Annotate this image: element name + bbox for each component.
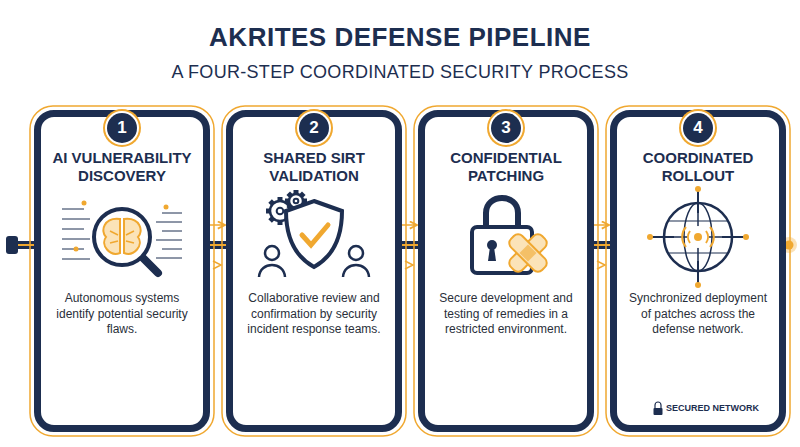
step-heading: AI VULNERABILITY DISCOVERY [49, 149, 195, 185]
status-note: SECURED NETWORK [666, 403, 759, 413]
card-accent [414, 106, 598, 436]
step-description: Autonomous systems identify potential se… [51, 291, 193, 338]
flow-arrow [210, 224, 225, 226]
step-number-badge: 1 [107, 113, 137, 143]
card-fill [226, 110, 402, 432]
process-card: CONFIDENTIAL PATCHING Secure development … [418, 110, 594, 432]
step-icon [647, 186, 749, 288]
card-accent [606, 106, 790, 436]
card-fill [610, 110, 786, 432]
subtitle: A FOUR-STEP COORDINATED SECURITY PROCESS [0, 62, 800, 83]
step-description: Secure development and testing of remedi… [435, 291, 577, 338]
callout-number: 4 [693, 118, 702, 138]
step-description: Synchronized deployment of patches acros… [627, 291, 769, 338]
card-accent [30, 106, 214, 436]
flow-arrow [402, 224, 417, 226]
step-number-badge: 4 [683, 113, 713, 143]
step-icon [259, 190, 369, 277]
chevron [405, 261, 413, 269]
process-card: SHARED SIRT VALIDATION Collaborative revi… [226, 110, 402, 432]
callout-number: 3 [501, 118, 510, 138]
callout-number: 2 [309, 118, 318, 138]
step-heading: SHARED SIRT VALIDATION [241, 149, 387, 185]
process-card: AI VULNERABILITY DISCOVERY Autonomous sys… [34, 110, 210, 432]
callout-number: 1 [117, 118, 126, 138]
step-number-badge: 2 [299, 113, 329, 143]
pipe-cap [6, 236, 18, 254]
card-fill [418, 110, 594, 432]
title: AKRITES DEFENSE PIPELINE [0, 22, 800, 53]
process-card: COORDINATED ROLLOUT Synchronized deployme… [610, 110, 786, 432]
chevron [597, 261, 605, 269]
step-icon [62, 201, 182, 274]
step-heading: COORDINATED ROLLOUT [625, 149, 771, 185]
flow-arrow [594, 224, 609, 226]
step-heading: CONFIDENTIAL PATCHING [433, 149, 579, 185]
card-fill [34, 110, 210, 432]
step-number-badge: 3 [491, 113, 521, 143]
lock-symbol [654, 402, 663, 415]
card-accent [222, 106, 406, 436]
chevron [213, 261, 221, 269]
step-description: Collaborative review and confirmation by… [243, 291, 385, 338]
step-icon [472, 198, 549, 274]
